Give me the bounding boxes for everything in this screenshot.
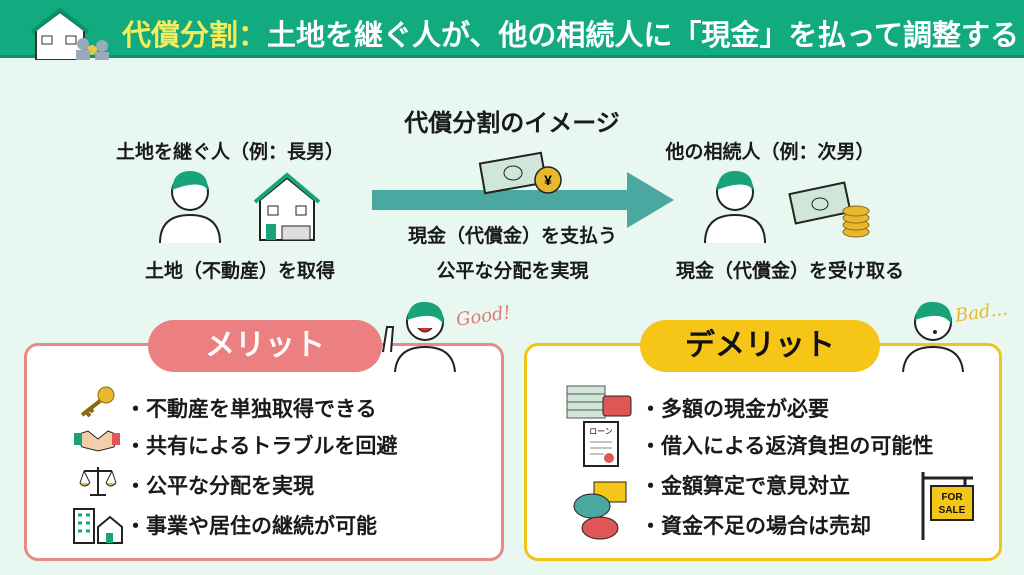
loan-document-icon: ローン [583,421,619,467]
merit-item: ・不動産を単独取得できる [125,398,377,421]
left-caption: 土地（不動産）を取得 [144,261,335,282]
merit-item: ・共有によるトラブルを回避 [125,435,398,458]
left-person-label: 土地を継ぐ人（例：長男） [115,142,344,163]
for-sale-sign-icon [921,472,974,540]
sign-label: FOR SALE [938,492,966,516]
speech-bubbles-icon [573,481,627,540]
worried-woman-icon [902,301,964,372]
cash-coins-icon [788,181,870,238]
handshake-icon [74,430,120,452]
merit-item: ・公平な分配を実現 [125,475,314,498]
yen-bill-icon: ¥ [478,151,562,195]
arrow-caption-2: 公平な分配を実現 [436,261,589,282]
header-banner: 代償分割：土地を継ぐ人が、他の相続人に「現金」を払って調整する [0,0,1024,60]
house-family-icon [30,8,109,60]
arrow-caption-1: 現金（代償金）を支払う [407,226,617,247]
key-icon [80,386,115,418]
diagram-title: 代償分割のイメージ [404,110,620,137]
second-son-icon [704,171,766,244]
demerit-item: ・資金不足の場合は売却 [640,515,871,538]
title-rest: 土地を継ぐ人が、他の相続人に「現金」を払って調整する [267,20,1019,52]
demerit-item: ・金額算定で意見対立 [640,475,850,498]
happy-woman-icon [382,301,456,372]
merit-item: ・事業や居住の継続が可能 [125,515,377,538]
merit-title: メリット [148,320,382,372]
right-person-label: 他の相続人（例：次男） [665,142,875,163]
house-icon [253,172,321,241]
title-highlight: 代償分割： [122,20,268,52]
cash-wallet-icon [566,385,632,419]
demerit-title: デメリット [640,320,880,372]
scales-icon [79,467,117,496]
payment-arrow [372,172,674,228]
merit-panel [24,343,504,561]
demerit-item: ・多額の現金が必要 [640,398,829,421]
yen-symbol: ¥ [544,172,552,188]
buildings-icon [73,508,123,544]
eldest-son-icon [159,171,221,244]
right-caption: 現金（代償金）を受け取る [675,261,904,282]
loan-doc-label: ローン [589,427,613,436]
demerit-item: ・借入による返済負担の可能性 [640,435,934,458]
header-title: 代償分割：土地を継ぐ人が、他の相続人に「現金」を払って調整する [122,12,1019,54]
